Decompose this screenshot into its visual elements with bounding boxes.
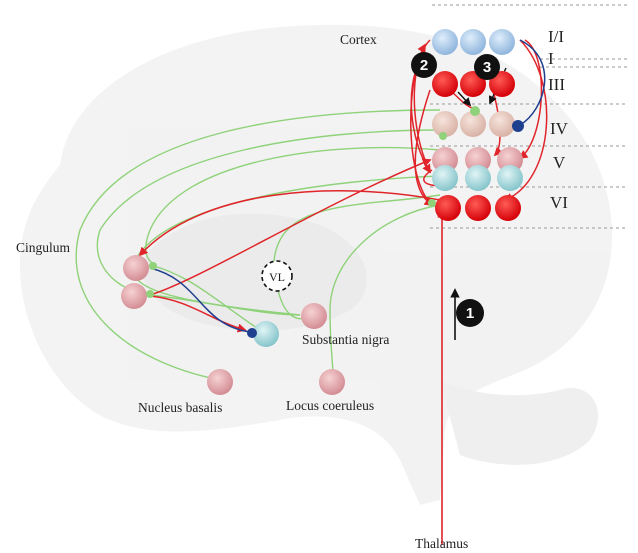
layer-label-V: V [553,153,566,172]
subcortical-neurons [121,255,345,395]
synapse-dot [428,199,436,207]
badge-3 [474,54,500,80]
locus-coeruleus-neuron [319,369,345,395]
neuron-layer-III-1 [432,71,458,97]
synapse-dot [439,132,447,140]
cortex-label: Cortex [340,32,377,47]
neuron-layer-III-3 [489,71,515,97]
numbered-badges: 2 3 1 [411,52,500,327]
neuron-layer-I-2 [460,29,486,55]
neuron-layer-V-lower-3 [497,165,523,191]
layer-label-I: I [548,49,554,68]
thalamic-input [437,208,460,545]
inhibitory-paths [149,39,546,333]
structure-labels: Cortex Cingulum VL Substantia nigra Nucl… [16,32,468,551]
thalamus-label: Thalamus [415,536,468,551]
layer-labels: I/I I III IV V VI [548,27,569,212]
brain-silhouette [19,24,613,506]
cingulum-label: Cingulum [16,240,71,255]
cortical-neurons [428,29,524,221]
locus-coeruleus-label: Locus coeruleus [286,398,374,413]
neuron-layer-VI-2 [465,195,491,221]
neuron-layer-V-1 [432,147,458,173]
layer-label-I-I: I/I [548,27,564,46]
badge-2-label: 2 [420,57,428,74]
neuron-layer-IV-2 [460,111,486,137]
neuron-layer-V-3 [497,147,523,173]
cingulum-neuron-upper [123,255,149,281]
badge-3-label: 3 [483,59,491,76]
neuron-layer-I-1 [432,29,458,55]
layer-label-IV: IV [550,119,569,138]
neuron-layer-VI-1 [435,195,461,221]
substantia-nigra-label: Substantia nigra [302,332,389,347]
cingulum-neuron-lower [121,283,147,309]
synapse-dot [470,106,480,116]
neuron-layer-V-lower-1 [432,165,458,191]
target-neuron [253,321,279,347]
nucleus-basalis-neuron [207,369,233,395]
vl-nucleus [261,260,293,292]
inhibitory-terminal [512,120,524,132]
neuron-layer-I-3 [489,29,515,55]
neuron-layer-V-2 [465,147,491,173]
nucleus-basalis-label: Nucleus basalis [138,400,222,415]
inhibitory-terminal [247,328,257,338]
vl-label: VL [269,270,285,284]
neuron-layer-V-lower-2 [465,165,491,191]
layer-label-VI: VI [550,193,568,212]
synapse-dot [146,290,154,298]
badge-1-label: 1 [466,305,474,322]
neuron-layer-IV-3 [489,111,515,137]
substantia-nigra-neuron [301,303,327,329]
neuron-layer-VI-3 [495,195,521,221]
badge-1 [456,299,484,327]
synapse-dot [149,262,157,270]
neuron-layer-IV-1 [432,111,458,137]
badge-2 [411,52,437,78]
layer-label-III: III [548,75,565,94]
